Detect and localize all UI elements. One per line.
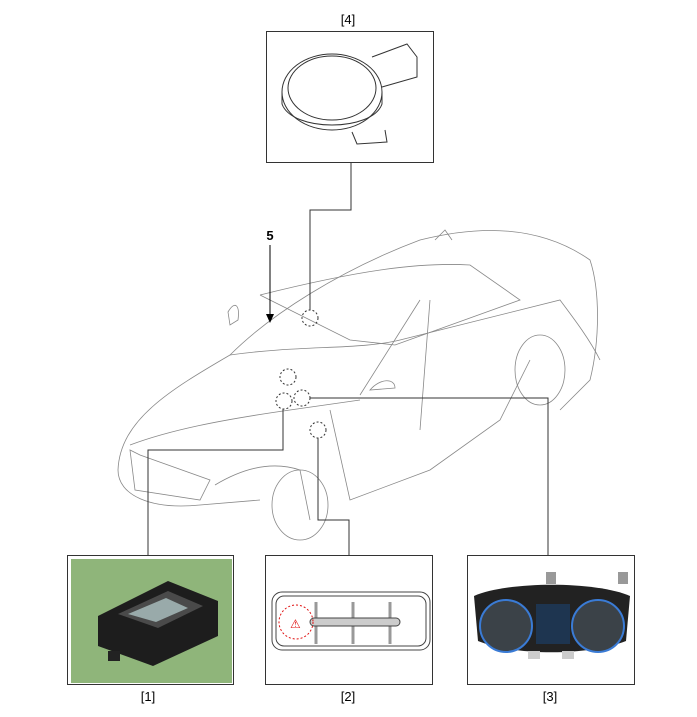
part-3-label: [3] bbox=[542, 689, 558, 704]
part-4-label: [4] bbox=[340, 12, 356, 27]
part-4-box bbox=[266, 31, 434, 163]
part-1-box bbox=[67, 555, 234, 685]
switch-panel-icon: ⚠ bbox=[271, 591, 431, 651]
vehicle-outline-icon bbox=[117, 229, 601, 541]
rain-sensor-icon bbox=[281, 43, 418, 145]
part-2-label: [2] bbox=[340, 689, 356, 704]
part-3-box bbox=[467, 555, 635, 685]
arrow-5-icon bbox=[266, 245, 274, 323]
auto-light-sensor-icon bbox=[71, 559, 232, 683]
item-5-label: 5 bbox=[266, 228, 274, 243]
leader-lines bbox=[147, 163, 549, 555]
instrument-cluster-icon bbox=[474, 572, 630, 659]
location-circles bbox=[275, 309, 327, 439]
part-1-label: [1] bbox=[140, 689, 156, 704]
part-2-box: ⚠ bbox=[265, 555, 433, 685]
svg-text:⚠: ⚠ bbox=[290, 617, 301, 631]
